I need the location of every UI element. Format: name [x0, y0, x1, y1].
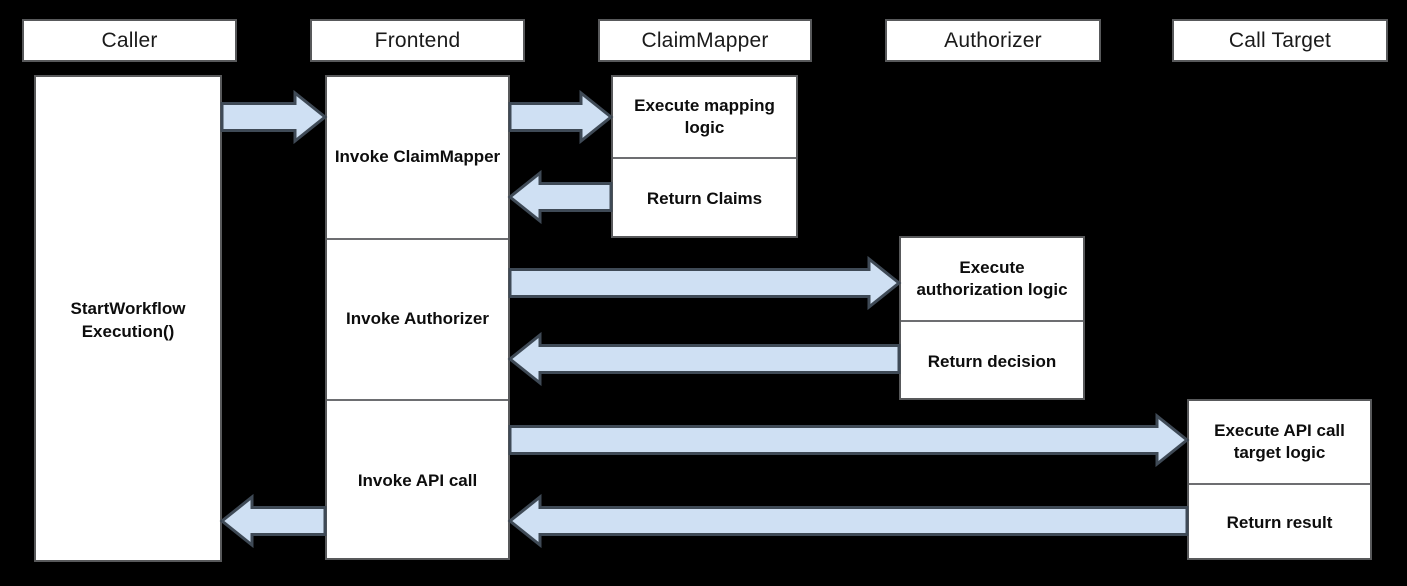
msg-frontend-to-claimmapper — [508, 89, 614, 145]
authorizer-execute-authorization-logic: Execute authorization logic — [916, 257, 1068, 299]
calltarget-execute-api-call-target-logic: Execute API call target logic — [1214, 420, 1345, 462]
msg-frontend-to-authorizer — [508, 255, 902, 311]
calltarget-return-result: Return result — [1189, 483, 1370, 562]
lifeline-header-frontend: Frontend — [310, 19, 525, 62]
msg-frontend-to-caller — [219, 493, 327, 549]
authorizer-return-decision: Return decision — [901, 320, 1083, 402]
caller-activation: StartWorkflow Execution() — [34, 75, 222, 562]
lifeline-header-caller: Caller — [22, 19, 237, 62]
lifeline-header-claimmapper: ClaimMapper — [598, 19, 812, 62]
lifeline-header-calltarget: Call Target — [1172, 19, 1388, 62]
caller-start-workflow: StartWorkflow Execution() — [70, 299, 186, 341]
msg-claimmapper-to-frontend — [507, 169, 613, 225]
lifeline-header-authorizer: Authorizer — [885, 19, 1101, 62]
msg-caller-to-frontend — [220, 89, 328, 145]
msg-frontend-to-calltarget — [508, 412, 1190, 468]
frontend-invoke-api-call: Invoke API call — [327, 399, 508, 562]
msg-calltarget-to-frontend — [507, 493, 1189, 549]
frontend-invoke-authorizer: Invoke Authorizer — [327, 238, 508, 399]
claimmapper-return-claims: Return Claims — [613, 157, 796, 240]
frontend-invoke-claimmapper: Invoke ClaimMapper — [334, 147, 501, 167]
msg-authorizer-to-frontend — [507, 331, 901, 387]
claimmapper-execute-mapping-logic: Execute mapping logic — [634, 95, 775, 137]
